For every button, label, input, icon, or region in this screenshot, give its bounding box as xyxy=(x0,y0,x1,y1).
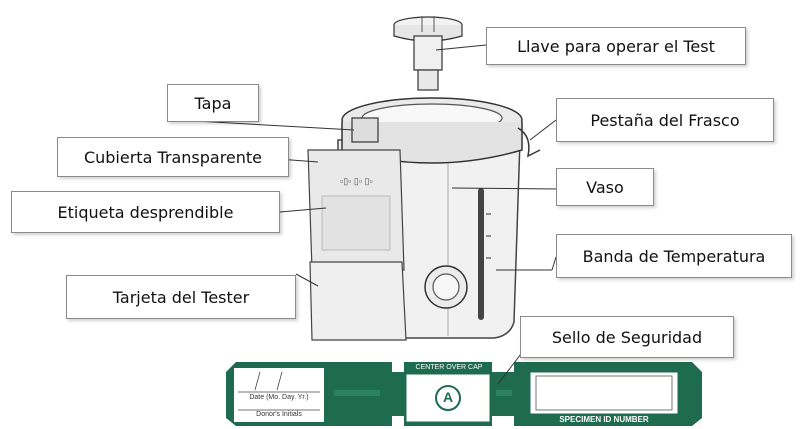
seal-badge: A xyxy=(442,389,454,405)
svg-text:▫▯▫ ▯▫ ▯▫: ▫▯▫ ▯▫ ▯▫ xyxy=(340,176,373,186)
cup-body: ▫▯▫ ▯▫ ▯▫ xyxy=(307,97,541,341)
label-tarjeta-text: Tarjeta del Tester xyxy=(112,287,250,307)
label-etiqueta-text: Etiqueta desprendible xyxy=(57,202,234,222)
seal-specimen-text: SPECIMEN ID NUMBER xyxy=(559,415,649,424)
label-pestana-text: Pestaña del Frasco xyxy=(590,110,740,130)
label-tapa: Tapa xyxy=(167,84,259,122)
label-banda: Banda de Temperatura xyxy=(556,234,792,278)
label-pestana: Pestaña del Frasco xyxy=(556,98,774,142)
label-sello: Sello de Seguridad xyxy=(520,316,734,358)
label-vaso: Vaso xyxy=(556,168,654,206)
label-llave: Llave para operar el Test xyxy=(486,27,746,65)
label-sello-text: Sello de Seguridad xyxy=(551,327,703,347)
key-part xyxy=(393,16,463,91)
seal-initials-field: Donor's Initials xyxy=(256,411,302,418)
label-tarjeta: Tarjeta del Tester xyxy=(66,275,296,319)
security-seal-strip xyxy=(226,362,702,426)
seal-date-field: Date (Mo. Day. Yr.) xyxy=(249,394,309,401)
seal-center-text: CENTER OVER CAP xyxy=(415,364,483,371)
label-cubierta: Cubierta Transparente xyxy=(57,137,289,177)
label-cubierta-text: Cubierta Transparente xyxy=(83,147,263,167)
label-vaso-text: Vaso xyxy=(586,177,624,197)
label-etiqueta: Etiqueta desprendible xyxy=(11,191,280,233)
label-banda-text: Banda de Temperatura xyxy=(582,246,766,266)
label-llave-text: Llave para operar el Test xyxy=(517,36,715,56)
label-tapa-text: Tapa xyxy=(194,93,232,113)
